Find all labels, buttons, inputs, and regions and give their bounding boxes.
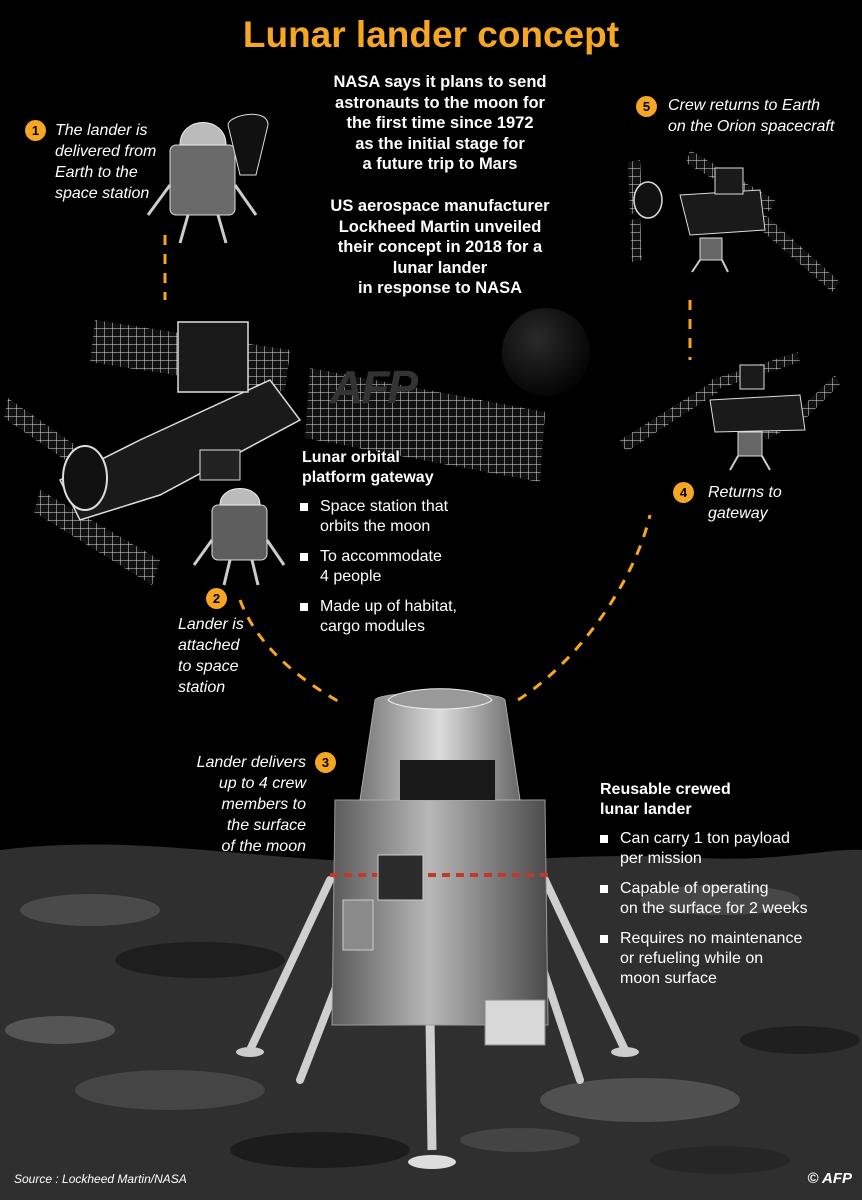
bullet-item: Requires no maintenance or refueling whi…	[600, 929, 808, 989]
bullet-line: Made up of habitat,	[320, 598, 457, 615]
step-line: The lander is	[55, 122, 148, 139]
bullet-line: on the surface for 2 weeks	[620, 900, 808, 917]
bullet-line: moon surface	[620, 970, 717, 987]
source-note: Source : Lockheed Martin/NASA	[14, 1172, 187, 1186]
step-line: Earth to the	[55, 164, 138, 181]
step-line: Lander is	[178, 616, 244, 633]
step-3-badge: 3	[315, 752, 336, 773]
heading-line: platform gateway	[302, 469, 434, 486]
intro-line: Lockheed Martin unveiled	[338, 217, 542, 236]
intro-line: their concept in 2018 for a	[337, 238, 543, 256]
bullet-line: orbits the moon	[320, 518, 431, 535]
step-1-badge: 1	[25, 120, 46, 141]
step-5-text: Crew returns to Earth on the Orion space…	[668, 95, 834, 137]
bullet-line: 4 people	[320, 568, 382, 585]
bullet-item: Made up of habitat, cargo modules	[300, 597, 457, 637]
step-line: members to	[221, 796, 306, 813]
intro-line: lunar lander	[392, 258, 488, 277]
step-line: gateway	[708, 505, 768, 522]
intro-line: astronauts to the moon for	[335, 93, 545, 112]
step-line: on the Orion spacecraft	[668, 118, 835, 135]
intro-line: US aerospace manufacturer	[330, 197, 550, 215]
intro-line: NASA says it plans to send	[333, 73, 547, 91]
step-5-badge: 5	[636, 96, 657, 117]
lander-docked-icon	[192, 488, 286, 586]
bullet-item: Capable of operating on the surface for …	[600, 879, 808, 919]
step-2-text: Lander is attached to space station	[178, 614, 244, 698]
lander-heading: Reusable crewed lunar lander	[600, 780, 731, 820]
gateway-heading: Lunar orbital platform gateway	[302, 448, 434, 488]
bullet-item: Can carry 1 ton payload per mission	[600, 829, 808, 869]
step-line: delivered from	[55, 143, 157, 160]
heading-line: lunar lander	[600, 801, 692, 818]
step-line: up to 4 crew	[218, 775, 306, 792]
intro-line: a future trip to Mars	[362, 155, 518, 173]
step-line: Lander delivers	[196, 754, 306, 771]
watermark-logo: AFP	[330, 361, 418, 413]
lander-bullets: Can carry 1 ton payload per mission Capa…	[600, 829, 808, 999]
orion-station-icon	[628, 150, 840, 292]
step-4-badge: 4	[673, 482, 694, 503]
bullet-line: per mission	[620, 850, 702, 867]
step-3-text: Lander delivers up to 4 crew members to …	[160, 752, 306, 857]
bullet-line: or refueling while on	[620, 950, 764, 967]
gateway-station-icon	[4, 320, 545, 585]
intro-line: in response to NASA	[357, 279, 523, 297]
bullet-item: To accommodate 4 people	[300, 547, 457, 587]
bullet-line: Requires no maintenance	[620, 930, 803, 947]
intro-paragraph-2: US aerospace manufacturer Lockheed Marti…	[300, 196, 580, 299]
lander-small-icon	[146, 113, 269, 244]
bullet-line: Can carry 1 ton payload	[620, 830, 790, 847]
step-1-text: The lander is delivered from Earth to th…	[55, 120, 156, 204]
step-line: attached	[178, 637, 240, 654]
return-station-icon	[620, 352, 840, 471]
intro-paragraph-1: NASA says it plans to send astronauts to…	[300, 72, 580, 175]
step-2-badge: 2	[206, 588, 227, 609]
bullet-line: cargo modules	[320, 618, 425, 635]
bullet-item: Space station that orbits the moon	[300, 497, 457, 537]
main-lander-icon	[236, 688, 639, 1169]
step-4-text: Returns to gateway	[708, 482, 782, 524]
step-line: Returns to	[708, 484, 782, 501]
heading-line: Reusable crewed	[600, 781, 731, 798]
bullet-line: To accommodate	[320, 548, 442, 565]
orbit-path	[163, 235, 692, 707]
heading-line: Lunar orbital	[302, 449, 400, 466]
watermark-globe	[502, 308, 590, 396]
step-line: to space	[178, 658, 239, 675]
bullet-line: Capable of operating	[620, 880, 769, 897]
step-line: the surface	[226, 817, 306, 834]
afp-credit: © AFP	[807, 1170, 852, 1187]
intro-line: as the initial stage for	[355, 134, 525, 153]
step-line: station	[178, 679, 226, 696]
bullet-line: Space station that	[320, 498, 449, 515]
gateway-bullets: Space station that orbits the moon To ac…	[300, 497, 457, 647]
step-line: of the moon	[221, 838, 307, 855]
intro-line: the first time since 1972	[346, 114, 534, 132]
page-title: Lunar lander concept	[242, 14, 620, 55]
step-line: Crew returns to Earth	[668, 97, 821, 114]
step-line: space station	[55, 185, 150, 202]
